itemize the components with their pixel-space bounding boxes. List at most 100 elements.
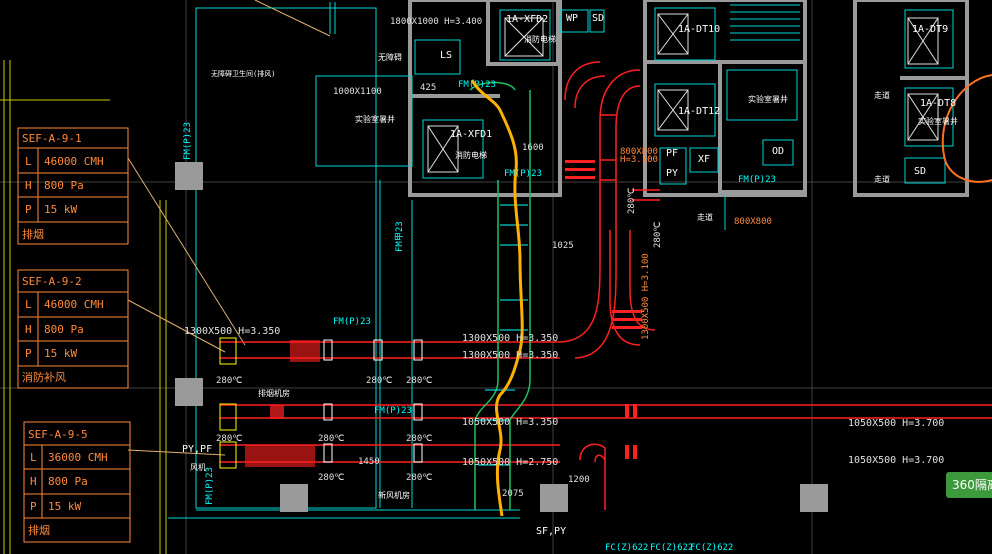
fc-label-2: FC(Z)622 [650,543,693,553]
duct-label-d14: 1800X1000 H=3.400 [390,17,482,27]
equipment-table-3[interactable]: SEF-A-9-5 L 36000 CMH H 800 Pa P 15 kW 排… [23,421,131,543]
overlay-badge[interactable]: 360隔离 [946,472,992,498]
duct-size-labels: 1300X500 H=3.350 1300X500 H=3.350 1050X5… [184,17,944,499]
stair-hatch [329,2,800,41]
label-od: OD [772,146,784,157]
damper-labels: 280℃ 280℃ 280℃ 280℃ 280℃ 280℃ 280℃ 280℃ … [183,80,776,553]
damper-fm2: FM(P)23 [374,406,412,416]
damper-t6: 280℃ [406,434,432,444]
label-dt12: 1A-DT12 [678,106,720,117]
label-shaft-3: 实验室暑井 [918,116,958,126]
label-room-d: 走道 [697,212,713,222]
table2-key-p: P [25,347,32,360]
damper-t10: 280℃ [653,222,663,248]
duct-label-d1: 1300X500 H=3.350 [462,333,558,344]
table1-airflow: 46000 CMH [44,155,104,168]
damper-fm7: FM甲23 [394,221,405,252]
label-sfpy: SF,PY [536,526,566,537]
label-sd: SD [592,13,604,24]
duct-label-d12: 1300X500 H=3.350 [184,326,280,337]
duct-label-d2: 1300X500 H=3.350 [462,350,558,361]
fire-damper-symbols [323,339,423,463]
duct-label-d20: 425 [420,83,436,93]
table3-pressure: 800 Pa [48,475,88,488]
table3-note: 排烟 [28,523,50,537]
label-xfd1: 1A-XFD1 [450,129,492,140]
table2-key-l: L [25,298,32,311]
room-labels: 1A-XFD2 WP SD 1A-DT10 1A-DT12 1A-DT9 1A-… [182,13,958,537]
damper-fm4: FM(P)23 [504,169,542,179]
duct-label-d19: 2075 [502,489,524,499]
duct-label-d7: 1050X500 H=3.700 [848,455,944,466]
fc-label-3: FC(Z)622 [690,543,733,553]
damper-t3: 280℃ [406,376,432,386]
label-elev-2: 消防电梯 [455,150,487,160]
damper-t1: 280℃ [216,376,242,386]
duct-label-d5: 1050X500 H=2.750 [462,457,558,468]
label-xf: XF [698,154,710,165]
label-elev-1: 消防电梯 [524,34,556,44]
guide-lines [0,60,167,554]
table3-power: 15 kW [48,500,81,513]
equipment-table-2[interactable]: SEF-A-9-2 L 46000 CMH H 800 Pa P 15 kW 消… [17,269,129,389]
label-room-f: 走道 [874,174,890,184]
label-room-b: 新风机房 [378,490,410,500]
duct-label-d11: 800X800 [734,217,772,227]
duct-label-d4: 1050X500 H=3.350 [462,417,558,428]
table3-airflow: 36000 CMH [48,451,108,464]
damper-t5: 280℃ [318,434,344,444]
label-wp: WP [566,13,578,24]
label-sd2: SD [914,166,926,177]
equipment-table-1[interactable]: SEF-A-9-1 L 46000 CMH H 800 Pa P 15 kW 排… [17,127,129,245]
table1-power: 15 kW [44,203,77,216]
label-xfd2: 1A-XFD2 [506,14,548,25]
elevator-shafts [427,13,939,173]
label-room-g: 无障碍卫生间(排风) [211,69,275,78]
duct-label-d6: 1050X500 H=3.700 [848,418,944,429]
damper-fm1: FM(P)23 [333,317,371,327]
damper-t7: 280℃ [318,473,344,483]
table2-pressure: 800 Pa [44,323,84,336]
duct-label-d16: 1025 [552,241,574,251]
damper-fm5: FM(P)23 [738,175,776,185]
table1-id: SEF-A-9-1 [22,132,82,145]
red-ducts [220,61,992,510]
duct-label-d17: 1200 [568,475,590,485]
label-pf: PF [666,148,678,159]
label-room-h: 无障碍 [378,52,402,62]
duct-label-d15: 1600 [522,143,544,153]
table1-key-h: H [25,179,32,192]
table1-pressure: 800 Pa [44,179,84,192]
label-ls: LS [440,50,452,61]
table2-key-h: H [25,323,32,336]
green-ducts [469,81,531,510]
label-room-a: 排烟机房 [258,388,290,398]
duct-label-d18: 1450 [358,457,380,467]
table1-note: 排烟 [22,227,44,241]
table2-note: 消防补风 [22,370,66,384]
label-shaft-1: 实验室暑井 [355,114,395,124]
damper-t8: 280℃ [406,473,432,483]
label-dt10: 1A-DT10 [678,24,720,35]
label-py: PY [666,168,678,179]
label-dt8: 1A-DT8 [920,98,956,109]
table3-id: SEF-A-9-5 [28,428,88,441]
table1-key-p: P [25,203,32,216]
table3-key-p: P [30,500,37,513]
table2-power: 15 kW [44,347,77,360]
damper-t2: 280℃ [366,376,392,386]
building-walls [408,0,969,197]
label-pypf: PY,PF [182,444,212,455]
damper-t4: 280℃ [216,434,242,444]
table3-key-l: L [30,451,37,464]
duct-label-d13: 1000X1100 [333,87,382,97]
fc-label-1: FC(Z)622 [605,543,648,553]
duct-label-d9: 800X800 [620,147,658,157]
damper-fm6: FM(P)23 [183,122,193,160]
structural-columns [175,162,828,512]
label-room-c: 风机 [190,462,206,472]
label-dt9: 1A-DT9 [912,24,948,35]
highlighted-route[interactable] [470,79,524,517]
